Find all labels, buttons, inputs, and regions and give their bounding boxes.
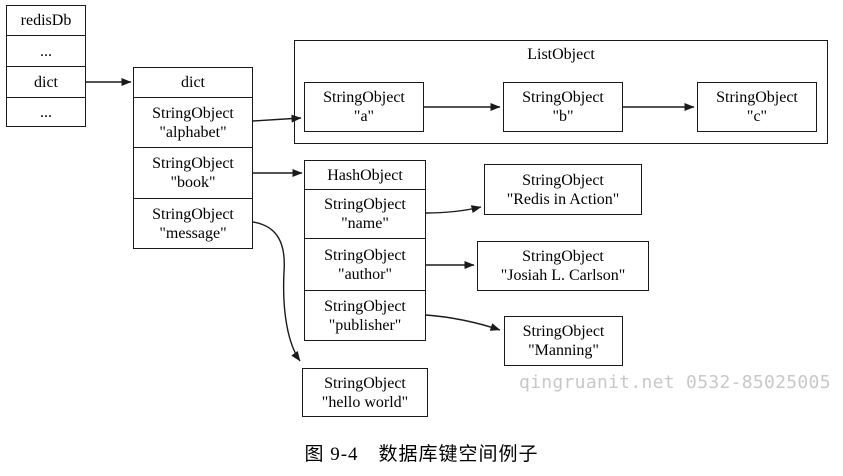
redisdb-cell-ellipsis-bottom: ... bbox=[7, 97, 85, 126]
value-box-hello-world: StringObject "hello world" bbox=[302, 368, 428, 417]
string-object-value: "hello world" bbox=[321, 393, 409, 411]
string-object-value: "alphabet" bbox=[159, 123, 227, 141]
string-object-value: "Redis in Action" bbox=[506, 190, 620, 208]
string-object-type: StringObject bbox=[522, 323, 605, 340]
listobject-item-a: StringObject "a" bbox=[304, 82, 424, 132]
figure-caption: 图 9-4 数据库键空间例子 bbox=[304, 444, 539, 465]
string-object-type: StringObject bbox=[152, 205, 234, 223]
arrow-message-to-hello-world bbox=[252, 221, 301, 362]
string-object-value: "c" bbox=[746, 108, 768, 125]
listobject-title: ListObject bbox=[527, 46, 595, 63]
string-object-value: "message" bbox=[159, 224, 227, 242]
hashobject-header: HashObject bbox=[327, 166, 403, 184]
string-object-type: StringObject bbox=[324, 297, 406, 315]
redisdb-table: redisDb ... dict ... bbox=[6, 5, 86, 127]
string-object-value: "publisher" bbox=[328, 316, 402, 334]
string-object-type: StringObject bbox=[324, 374, 406, 392]
value-box-josiah-carlson: StringObject "Josiah L. Carlson" bbox=[477, 241, 649, 291]
string-object-type: StringObject bbox=[324, 246, 406, 264]
dict-header: dict bbox=[181, 74, 205, 91]
value-box-manning: StringObject "Manning" bbox=[504, 316, 623, 366]
hash-cell-name: StringObject "name" bbox=[305, 189, 425, 238]
listobject-item-c: StringObject "c" bbox=[697, 82, 817, 132]
string-object-type: StringObject bbox=[522, 171, 604, 189]
string-object-type: StringObject bbox=[716, 89, 798, 106]
redisdb-cell-ellipsis-top: ... bbox=[7, 35, 85, 66]
hash-cell-publisher: StringObject "publisher" bbox=[305, 290, 425, 340]
string-object-type: StringObject bbox=[323, 89, 405, 106]
string-object-type: StringObject bbox=[152, 104, 234, 122]
string-object-value: "Manning" bbox=[528, 342, 599, 359]
dict-cell-book: StringObject "book" bbox=[134, 147, 252, 198]
dict-cell-alphabet: StringObject "alphabet" bbox=[134, 97, 252, 147]
dict-cell-message: StringObject "message" bbox=[134, 198, 252, 248]
hash-cell-author: StringObject "author" bbox=[305, 238, 425, 290]
value-box-redis-in-action: StringObject "Redis in Action" bbox=[484, 164, 642, 215]
string-object-type: StringObject bbox=[522, 248, 604, 265]
string-object-type: StringObject bbox=[152, 155, 234, 172]
redisdb-cell-dict: dict bbox=[7, 66, 85, 97]
listobject-item-b: StringObject "b" bbox=[503, 82, 623, 132]
string-object-value: "a" bbox=[353, 108, 375, 125]
string-object-type: StringObject bbox=[324, 196, 406, 213]
redisdb-cell-title: redisDb bbox=[20, 12, 72, 29]
dict-table: dict StringObject "alphabet" StringObjec… bbox=[133, 67, 253, 249]
string-object-value: "b" bbox=[552, 108, 574, 125]
arrow-publisher-to-manning bbox=[425, 314, 501, 331]
string-object-value: "Josiah L. Carlson" bbox=[500, 267, 626, 284]
string-object-type: StringObject bbox=[522, 89, 604, 106]
string-object-value: "author" bbox=[338, 265, 392, 283]
arrow-name-to-redis-in-action bbox=[425, 205, 482, 214]
watermark-text: qingruanit.net 0532-85025005 bbox=[519, 372, 831, 393]
string-object-value: "name" bbox=[341, 215, 389, 232]
string-object-value: "book" bbox=[170, 174, 216, 191]
hashobject-table: HashObject StringObject "name" StringObj… bbox=[304, 160, 426, 341]
